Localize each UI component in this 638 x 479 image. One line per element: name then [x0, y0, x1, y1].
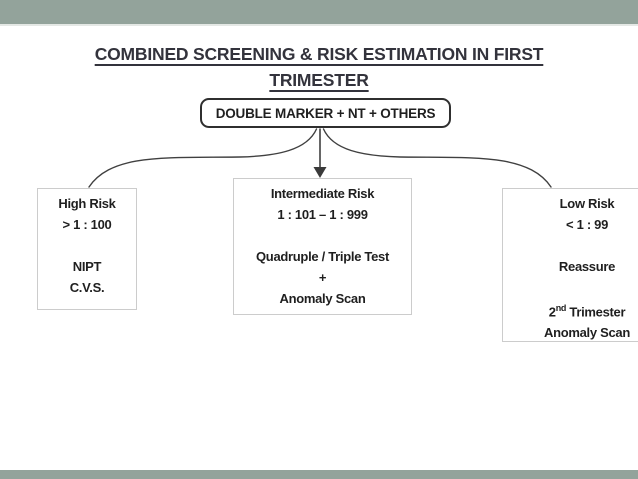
slide-title-line2: TRIMESTER [269, 70, 369, 90]
root-node-double-marker: DOUBLE MARKER + NT + OTHERS [200, 98, 451, 128]
node-high-risk: High Risk > 1 : 100 NIPT C.V.S. [37, 188, 137, 310]
node-line: < 1 : 99 [565, 217, 609, 232]
node-line-trimester: 2nd Trimester [503, 298, 638, 322]
root-node-label: DOUBLE MARKER + NT + OTHERS [215, 105, 436, 121]
node-line-spacer [38, 235, 136, 256]
trimester-word: Trimester [566, 304, 626, 320]
top-accent-bar [0, 0, 638, 26]
node-line-spacer [234, 225, 411, 246]
node-line: Reassure [558, 259, 616, 274]
node-line: Low Risk [559, 196, 615, 211]
node-line-spacer [503, 277, 638, 298]
node-line-spacer [503, 235, 638, 256]
trimester-ordinal: nd [555, 303, 567, 313]
slide-title-line1: COMBINED SCREENING & RISK ESTIMATION IN … [94, 44, 544, 64]
node-line: Anomaly Scan [544, 325, 630, 341]
node-line: + [318, 270, 327, 285]
bottom-accent-bar [0, 470, 638, 479]
node-line: NIPT [72, 259, 102, 274]
node-line: > 1 : 100 [62, 217, 112, 232]
node-line: C.V.S. [69, 280, 105, 295]
node-line: High Risk [58, 196, 116, 211]
node-low-risk: Low Risk < 1 : 99 Reassure 2nd Trimester… [502, 188, 638, 342]
node-intermediate-risk: Intermediate Risk 1 : 101 – 1 : 999 Quad… [233, 178, 412, 315]
arrowhead-icon [313, 167, 327, 178]
node-line: Anomaly Scan [279, 291, 366, 306]
slide-title: COMBINED SCREENING & RISK ESTIMATION IN … [0, 41, 638, 93]
node-line: Quadruple / Triple Test [256, 249, 389, 264]
trimester-number: 2 [548, 304, 556, 320]
node-line: 1 : 101 – 1 : 999 [277, 207, 368, 222]
node-line: Intermediate Risk [270, 186, 375, 201]
